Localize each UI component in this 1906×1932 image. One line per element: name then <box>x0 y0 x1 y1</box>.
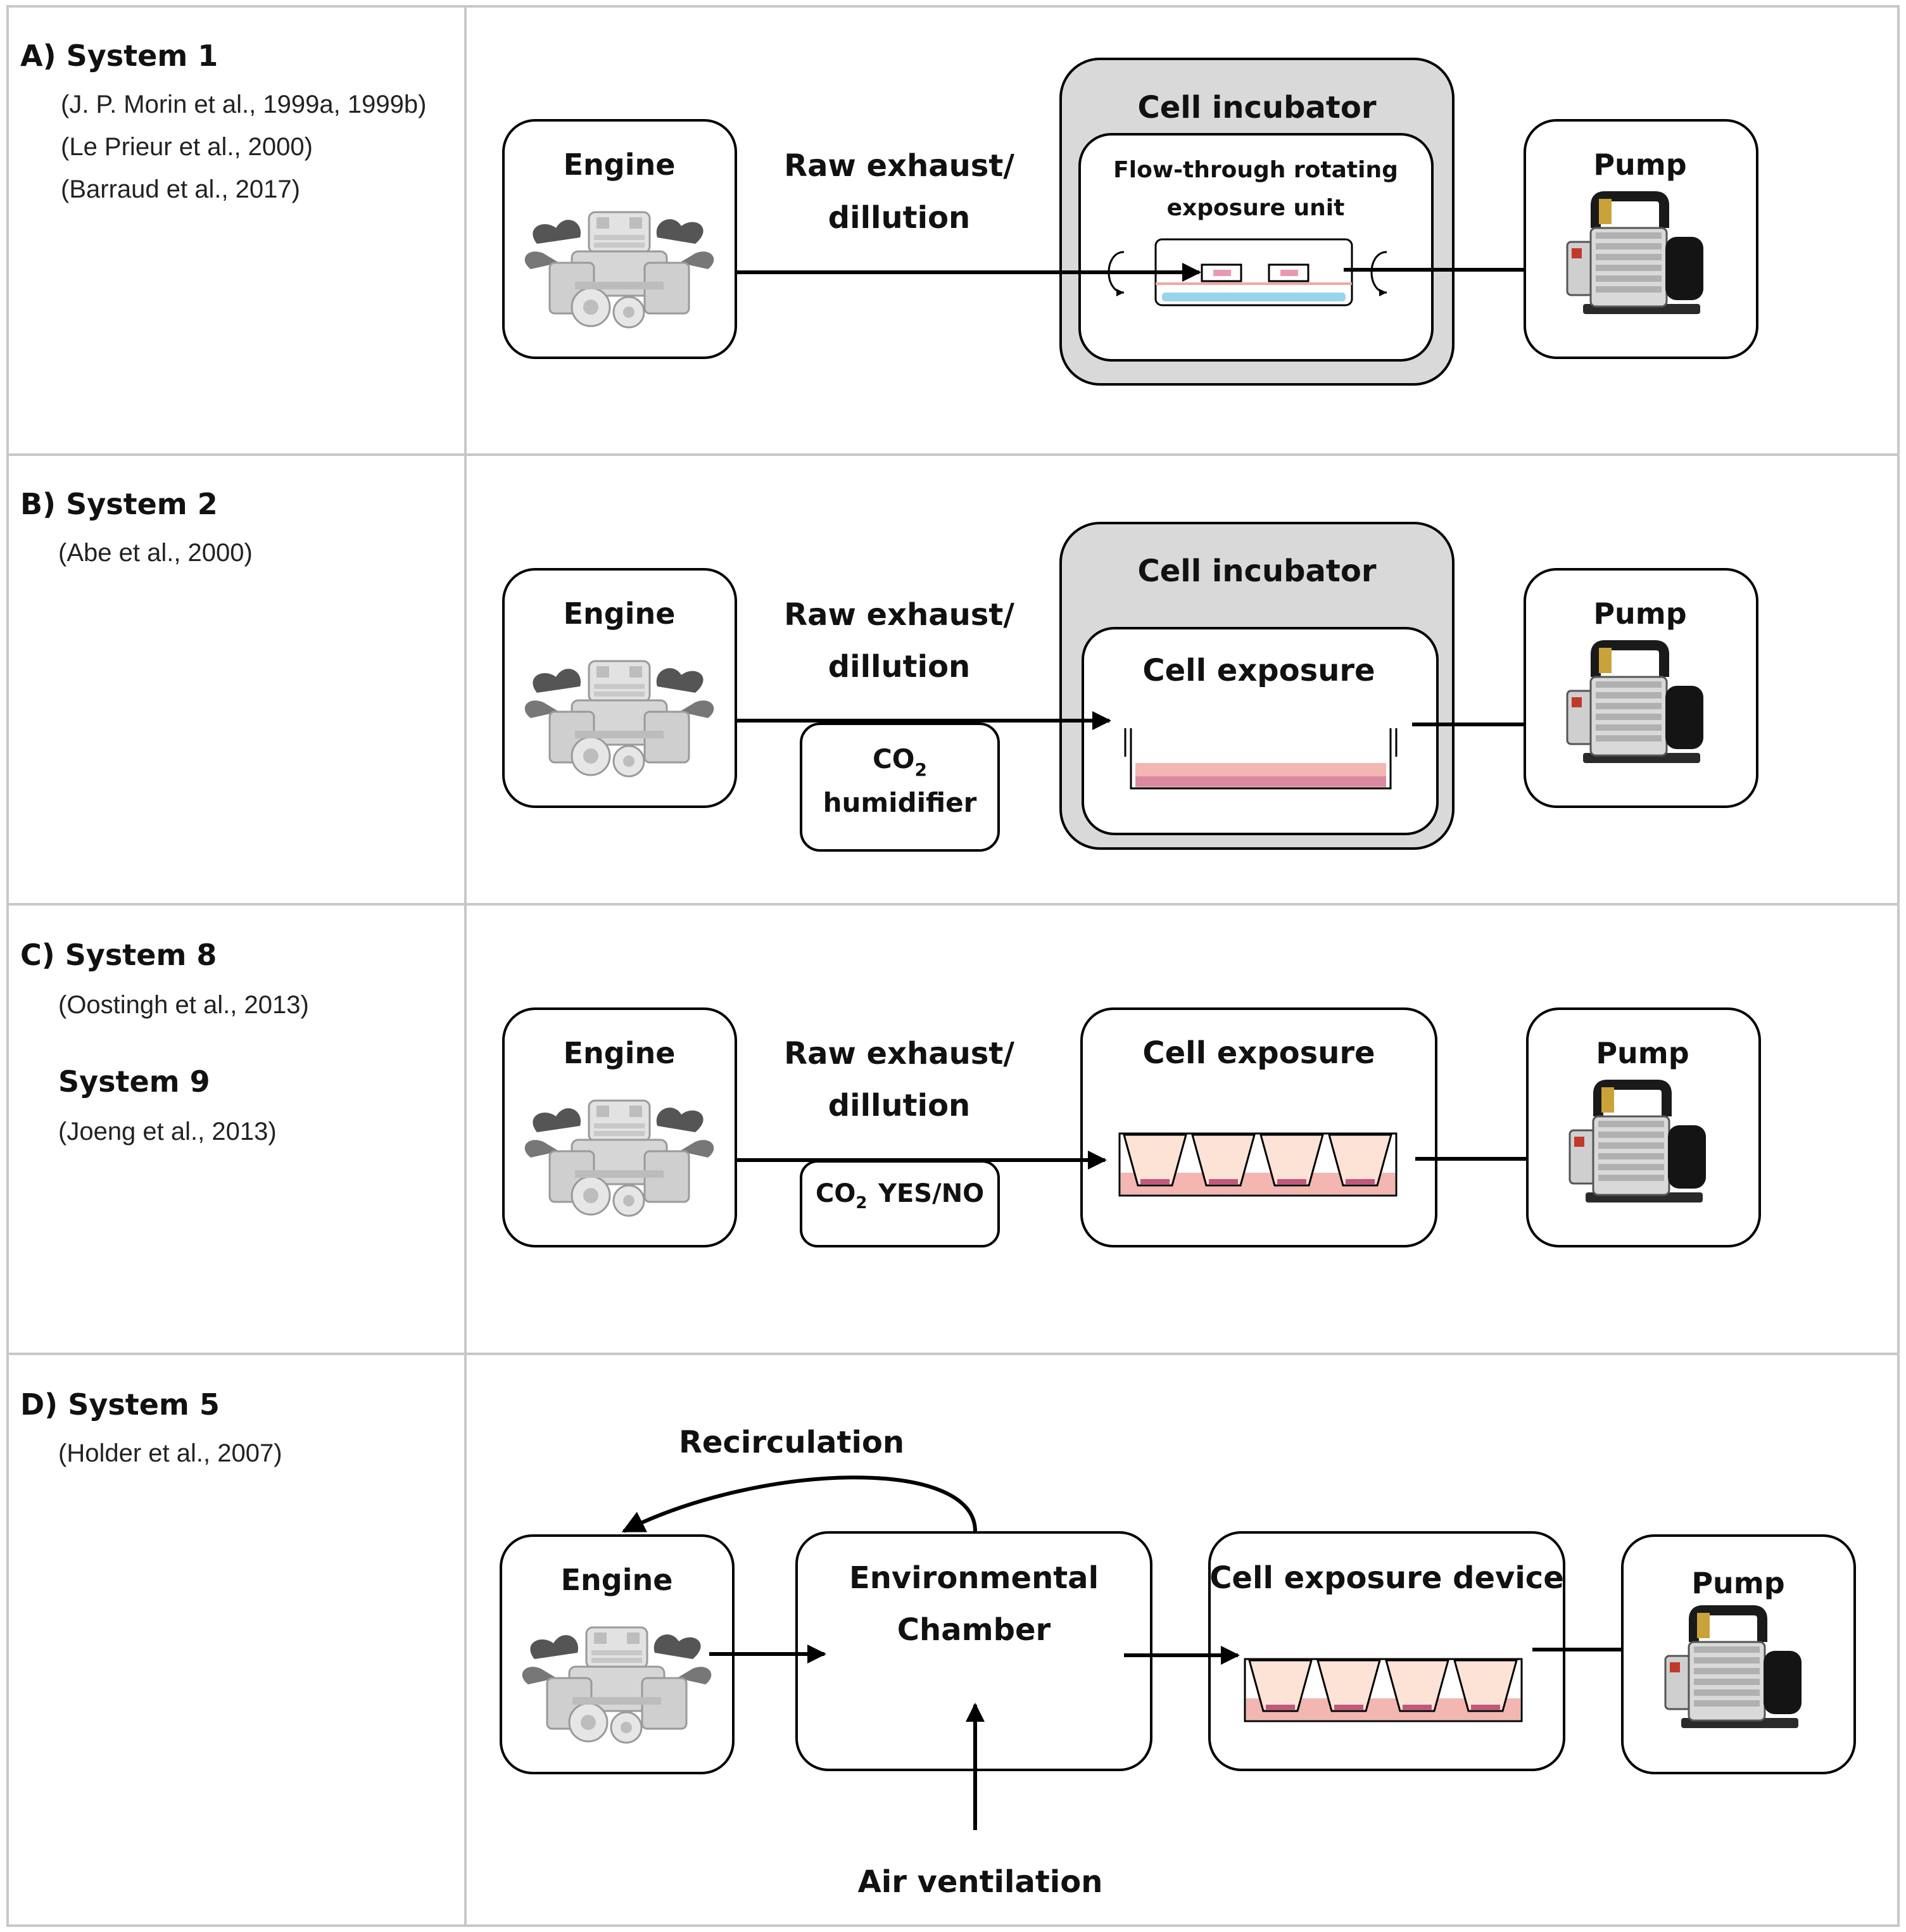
panel-d-engine-label: Engine <box>561 1563 673 1597</box>
transwell-insert <box>1123 1133 1187 1187</box>
panel-c-flow-label-2: dillution <box>828 1088 970 1123</box>
panel-d-ref-1: (Holder et al., 2007) <box>58 1439 282 1467</box>
panel-b-flow-label-1: Raw exhaust/ <box>784 597 1014 633</box>
panel-b-ref-1: (Abe et al., 2000) <box>58 539 253 567</box>
panel-frames <box>6 5 1900 1927</box>
cell-layer <box>1403 1705 1432 1710</box>
panel-a-pump-label: Pump <box>1593 148 1686 182</box>
panel-b-title: B) System 2 <box>20 487 218 521</box>
panel-b-flow-label-2: dillution <box>828 649 970 685</box>
engine-icon <box>524 211 715 329</box>
panel-d-chamber-label-2: Chamber <box>897 1612 1051 1648</box>
panel-d-labels: D) System 5 (Holder et al., 2007) <box>20 1387 282 1467</box>
panel-c-flow-label-1: Raw exhaust/ <box>784 1036 1014 1071</box>
panel-a-unit-label-2: exposure unit <box>1167 195 1345 221</box>
engine-icon <box>524 660 715 778</box>
panel-d-recirculation-arrow <box>621 1475 977 1533</box>
culture-dish-icon <box>1124 728 1398 790</box>
panel-b-humidifier-co2: CO2 <box>873 743 927 780</box>
transwell-insert <box>1385 1659 1449 1712</box>
panel-b-incubator-label: Cell incubator <box>1138 553 1377 589</box>
panel-b-humidifier-box <box>800 723 1000 852</box>
panel-d-diagram: Recirculation Engine Environmental Chamb… <box>500 1425 1856 1900</box>
transwell-insert <box>1248 1659 1313 1712</box>
panel-c-co2-label: CO2 <box>816 1179 867 1213</box>
panel-c-title: C) System 8 <box>20 938 217 972</box>
panel-d-title: D) System 5 <box>20 1387 220 1422</box>
panel-b-labels: B) System 2 (Abe et al., 2000) <box>20 487 253 567</box>
transwell-inserts-icon <box>1244 1658 1523 1722</box>
panel-a-flow-label-1: Raw exhaust/ <box>784 148 1014 184</box>
panel-a-ref-3: (Barraud et al., 2017) <box>61 175 300 203</box>
cell-layer <box>1266 1705 1295 1710</box>
transwell-insert <box>1328 1133 1392 1187</box>
panel-c-ref-1: (Oostingh et al., 2013) <box>58 991 309 1019</box>
panel-b-diagram: Engine Raw exhaust/ dillution CO2 humidi… <box>502 522 1758 852</box>
panel-a-unit-label-1: Flow-through rotating <box>1113 157 1398 183</box>
panel-d-air-label: Air ventilation <box>858 1864 1103 1900</box>
panel-c-ref-2: (Joeng et al., 2013) <box>58 1118 277 1146</box>
panel-c-engine-label: Engine <box>564 1036 676 1070</box>
transwell-insert <box>1259 1133 1324 1187</box>
cell-layer <box>1471 1705 1500 1710</box>
panel-d-recirculation-label: Recirculation <box>679 1425 904 1460</box>
panel-a-labels: A) System 1 (J. P. Morin et al., 1999a, … <box>20 39 426 203</box>
transwell-insert <box>1453 1659 1518 1712</box>
panel-c-labels: C) System 8 (Oostingh et al., 2013) Syst… <box>20 938 309 1146</box>
panel-c-title-2: System 9 <box>58 1064 210 1099</box>
panel-b-exposure-label: Cell exposure <box>1142 653 1375 688</box>
engine-icon <box>524 1099 715 1217</box>
cell-layer <box>1334 1705 1363 1710</box>
panel-b-humidifier-label: humidifier <box>823 787 977 818</box>
panel-a-engine-label: Engine <box>564 148 676 182</box>
panel-a-incubator-label: Cell incubator <box>1138 90 1377 125</box>
transwell-inserts-icon <box>1118 1132 1398 1197</box>
engine-icon <box>521 1626 712 1744</box>
cell-layer <box>1277 1179 1306 1184</box>
panel-a-flow-label-2: dillution <box>828 200 970 236</box>
rotating-exposure-unit-icon <box>1154 238 1353 306</box>
panel-c-pump-label: Pump <box>1596 1036 1689 1070</box>
transwell-insert <box>1316 1659 1381 1712</box>
panel-d-pump-label: Pump <box>1691 1566 1784 1600</box>
panel-a-ref-2: (Le Prieur et al., 2000) <box>61 133 313 161</box>
panel-b-pump-label: Pump <box>1593 597 1686 631</box>
transwell-insert <box>1191 1133 1256 1187</box>
panel-c-exposure-label: Cell exposure <box>1142 1035 1375 1071</box>
panel-a-diagram: Engine Raw exhaust/ dillution Cell incub… <box>502 58 1758 386</box>
panel-c-co2-option: YES/NO <box>878 1179 984 1208</box>
panel-d-chamber-label-1: Environmental <box>849 1560 1099 1596</box>
panel-d-device-label: Cell exposure device <box>1209 1560 1564 1596</box>
panel-b-engine-label: Engine <box>564 597 676 631</box>
panel-a-ref-1: (J. P. Morin et al., 1999a, 1999b) <box>61 91 426 118</box>
cell-layer <box>1209 1179 1238 1184</box>
cell-layer <box>1140 1179 1170 1184</box>
panel-c-diagram: Engine Raw exhaust/ dillution CO2 YES/NO… <box>502 1007 1761 1247</box>
panel-a-title: A) System 1 <box>20 39 218 73</box>
cell-layer <box>1346 1179 1375 1184</box>
